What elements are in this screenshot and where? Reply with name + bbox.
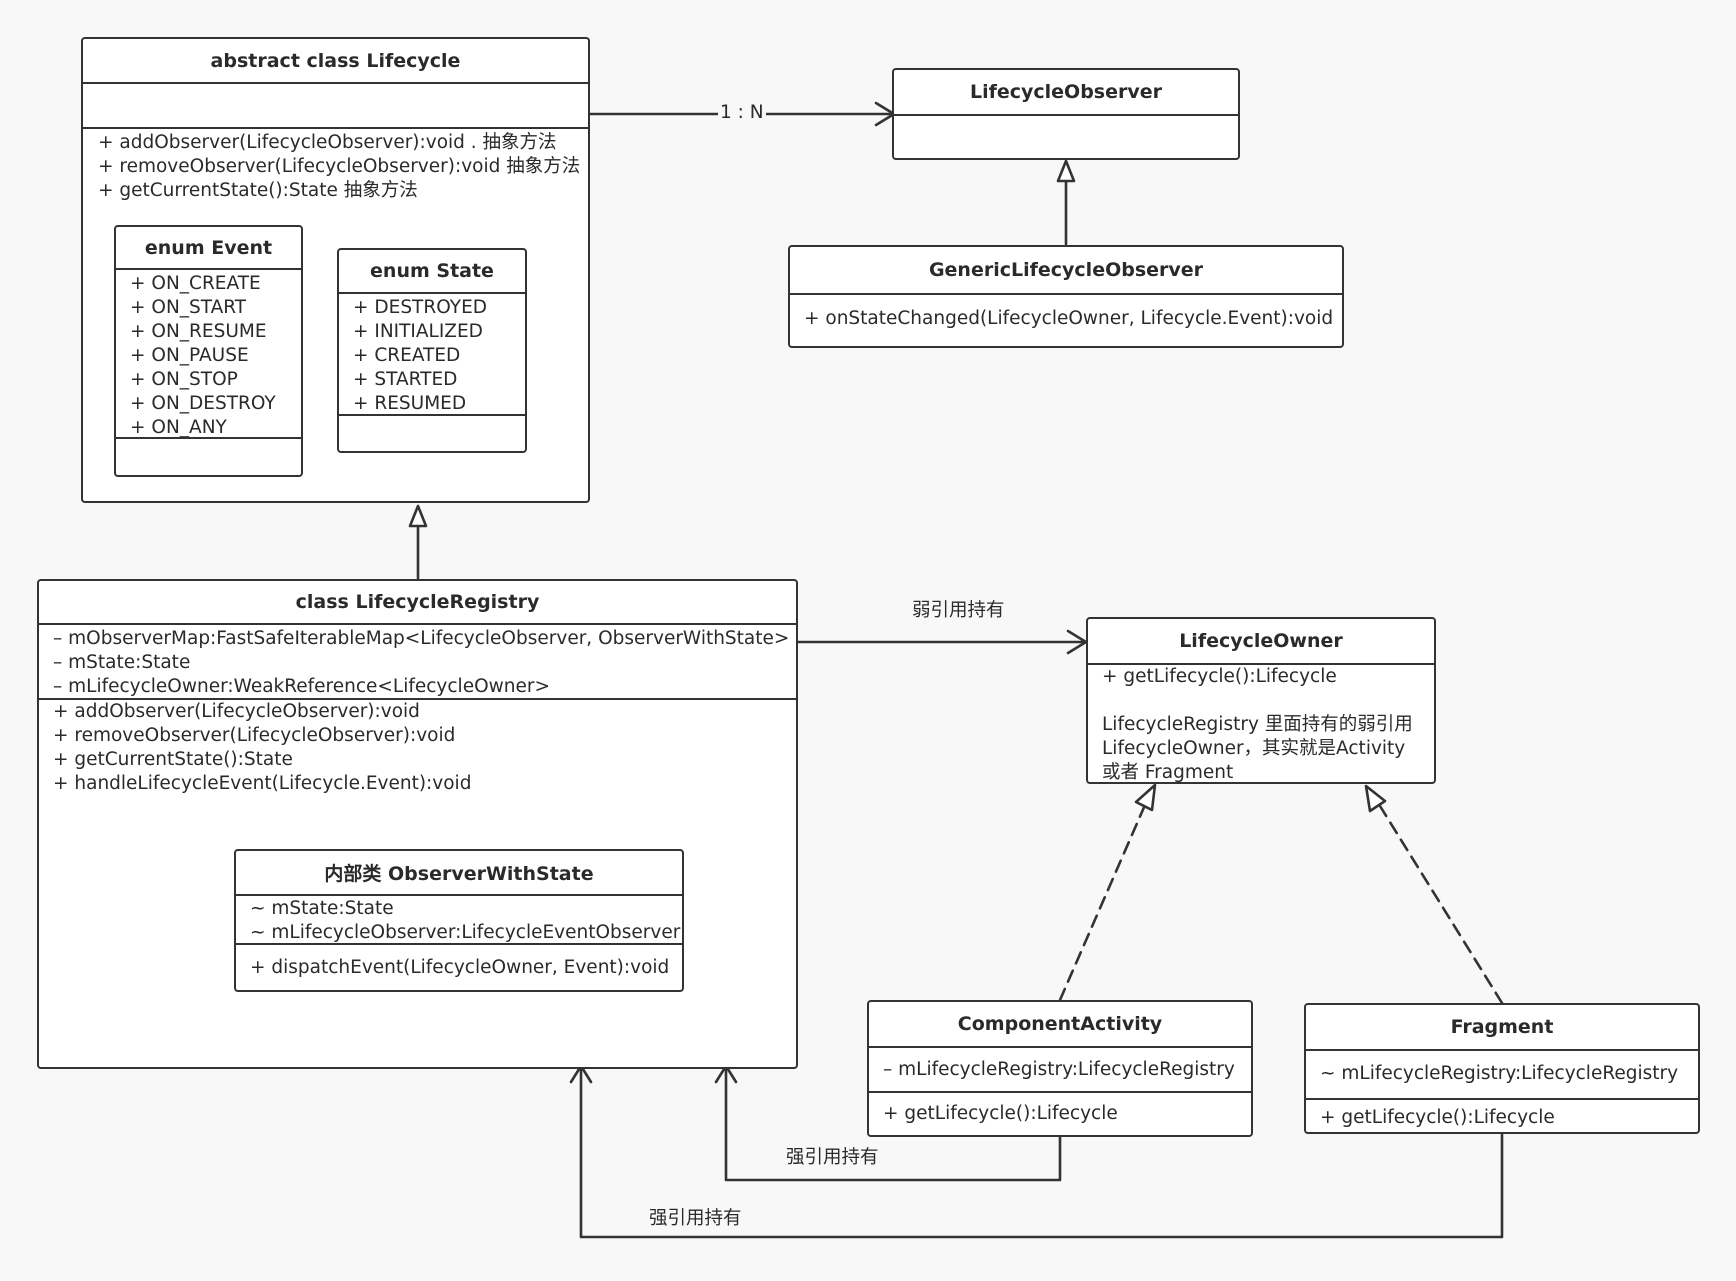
enum-state-value: + RESUMED [353, 393, 467, 414]
generic-observer-title: GenericLifecycleObserver [790, 247, 1342, 295]
lifecycle-attributes-section [83, 84, 588, 129]
enum-event-title: enum Event [116, 227, 301, 270]
enum-state-value: + DESTROYED [353, 297, 487, 318]
lifecycle-methods-section: + addObserver(LifecycleObserver):void . … [83, 129, 588, 203]
lifecycle-owner-note: LifecycleRegistry 里面持有的弱引用 [1102, 714, 1413, 735]
enum-state-title: enum State [339, 250, 525, 294]
lifecycle-registry-method: + handleLifecycleEvent(Lifecycle.Event):… [53, 773, 472, 794]
lifecycle-observer-box: LifecycleObserver [892, 68, 1240, 160]
lifecycle-method: + getCurrentState():State 抽象方法 [98, 180, 418, 201]
lifecycle-method: + removeObserver(LifecycleObserver):void… [98, 156, 581, 177]
lifecycle-registry-field: – mObserverMap:FastSafeIterableMap<Lifec… [53, 628, 790, 649]
component-activity-fields: – mLifecycleRegistry:LifecycleRegistry [869, 1048, 1251, 1093]
fragment-title: Fragment [1306, 1005, 1698, 1051]
fragment-field: ~ mLifecycleRegistry:LifecycleRegistry [1320, 1063, 1679, 1084]
lifecycle-registry-fields: – mObserverMap:FastSafeIterableMap<Lifec… [39, 625, 796, 700]
generic-observer-box: GenericLifecycleObserver + onStateChange… [788, 245, 1344, 348]
weak-reference-label: 弱引用持有 [912, 600, 1005, 621]
lifecycle-owner-note: LifecycleOwner，其实就是Activity [1102, 738, 1406, 759]
component-activity-field: – mLifecycleRegistry:LifecycleRegistry [883, 1059, 1235, 1080]
lifecycle-owner-box: LifecycleOwner + getLifecycle():Lifecycl… [1086, 617, 1436, 784]
strong-ref-line-fragment [579, 1066, 1504, 1239]
fragment-fields: ~ mLifecycleRegistry:LifecycleRegistry [1306, 1051, 1698, 1100]
multiplicity-label: 1 : N [718, 102, 766, 123]
fragment-method: + getLifecycle():Lifecycle [1320, 1107, 1555, 1128]
enum-event-value: + ON_ANY [130, 417, 227, 438]
component-activity-title: ComponentActivity [869, 1002, 1251, 1048]
enum-state-values: + DESTROYED + INITIALIZED + CREATED + ST… [339, 294, 525, 416]
lifecycle-class-title: abstract class Lifecycle [83, 39, 588, 84]
generic-observer-methods: + onStateChanged(LifecycleOwner, Lifecyc… [790, 295, 1342, 331]
lifecycle-owner-body: + getLifecycle():Lifecycle LifecycleRegi… [1088, 665, 1434, 783]
strong-ref-line-component [724, 1066, 1062, 1182]
component-activity-methods: + getLifecycle():Lifecycle [869, 1093, 1251, 1126]
observer-with-state-title: 内部类 ObserverWithState [236, 851, 682, 896]
fragment-methods: + getLifecycle():Lifecycle [1306, 1100, 1698, 1130]
enum-state-value: + STARTED [353, 369, 458, 390]
enum-event-value: + ON_PAUSE [130, 345, 249, 366]
lifecycle-registry-method: + removeObserver(LifecycleObserver):void [53, 725, 456, 746]
observer-with-state-methods: + dispatchEvent(LifecycleOwner, Event):v… [236, 945, 682, 980]
observer-with-state-field: ~ mLifecycleObserver:LifecycleEventObser… [250, 922, 681, 943]
enum-event-value: + ON_START [130, 297, 247, 318]
lifecycle-observer-title: LifecycleObserver [894, 70, 1238, 116]
lifecycle-registry-field: – mLifecycleOwner:WeakReference<Lifecycl… [53, 676, 550, 697]
lifecycle-method: + addObserver(LifecycleObserver):void . … [98, 132, 557, 153]
lifecycle-owner-note-spacer [1088, 689, 1434, 713]
lifecycle-registry-method: + addObserver(LifecycleObserver):void [53, 701, 420, 722]
component-activity-box: ComponentActivity – mLifecycleRegistry:L… [867, 1000, 1253, 1137]
component-activity-method: + getLifecycle():Lifecycle [883, 1103, 1118, 1124]
enum-event-value: + ON_CREATE [130, 273, 261, 294]
enum-state-box: enum State + DESTROYED + INITIALIZED + C… [337, 248, 527, 453]
realization-triangle-component [1134, 783, 1157, 812]
observer-with-state-method: + dispatchEvent(LifecycleOwner, Event):v… [250, 957, 670, 978]
lifecycle-registry-method: + getCurrentState():State [53, 749, 293, 770]
enum-event-value: + ON_DESTROY [130, 393, 276, 414]
enum-event-box: enum Event + ON_CREATE + ON_START + ON_R… [114, 225, 303, 477]
lifecycle-registry-box: class LifecycleRegistry – mObserverMap:F… [37, 579, 798, 1069]
inheritance-triangle-generic [1056, 159, 1076, 183]
lifecycle-owner-title: LifecycleOwner [1088, 619, 1434, 665]
enum-event-values: + ON_CREATE + ON_START + ON_RESUME + ON_… [116, 270, 301, 439]
lifecycle-registry-methods: + addObserver(LifecycleObserver):void + … [39, 700, 796, 796]
generic-observer-method: + onStateChanged(LifecycleOwner, Lifecyc… [804, 308, 1334, 329]
observer-with-state-fields: ~ mState:State ~ mLifecycleObserver:Life… [236, 896, 682, 945]
lifecycle-registry-title: class LifecycleRegistry [39, 581, 796, 625]
enum-state-value: + CREATED [353, 345, 461, 366]
enum-event-value: + ON_RESUME [130, 321, 267, 342]
inheritance-triangle-registry [408, 504, 428, 528]
observer-with-state-box: 内部类 ObserverWithState ~ mState:State ~ m… [234, 849, 684, 992]
observer-with-state-field: ~ mState:State [250, 898, 394, 919]
realization-line-fragment [1378, 804, 1504, 1005]
strong-reference-label-fragment: 强引用持有 [649, 1208, 742, 1229]
lifecycle-owner-note: 或者 Fragment [1102, 762, 1234, 783]
strong-reference-label-component: 强引用持有 [786, 1147, 879, 1168]
fragment-box: Fragment ~ mLifecycleRegistry:LifecycleR… [1304, 1003, 1700, 1134]
realization-line-component [1058, 803, 1147, 1002]
lifecycle-registry-field: – mState:State [53, 652, 191, 673]
lifecycle-owner-method: + getLifecycle():Lifecycle [1102, 666, 1337, 687]
enum-event-value: + ON_STOP [130, 369, 238, 390]
realization-triangle-fragment [1364, 784, 1387, 813]
enum-state-value: + INITIALIZED [353, 321, 483, 342]
